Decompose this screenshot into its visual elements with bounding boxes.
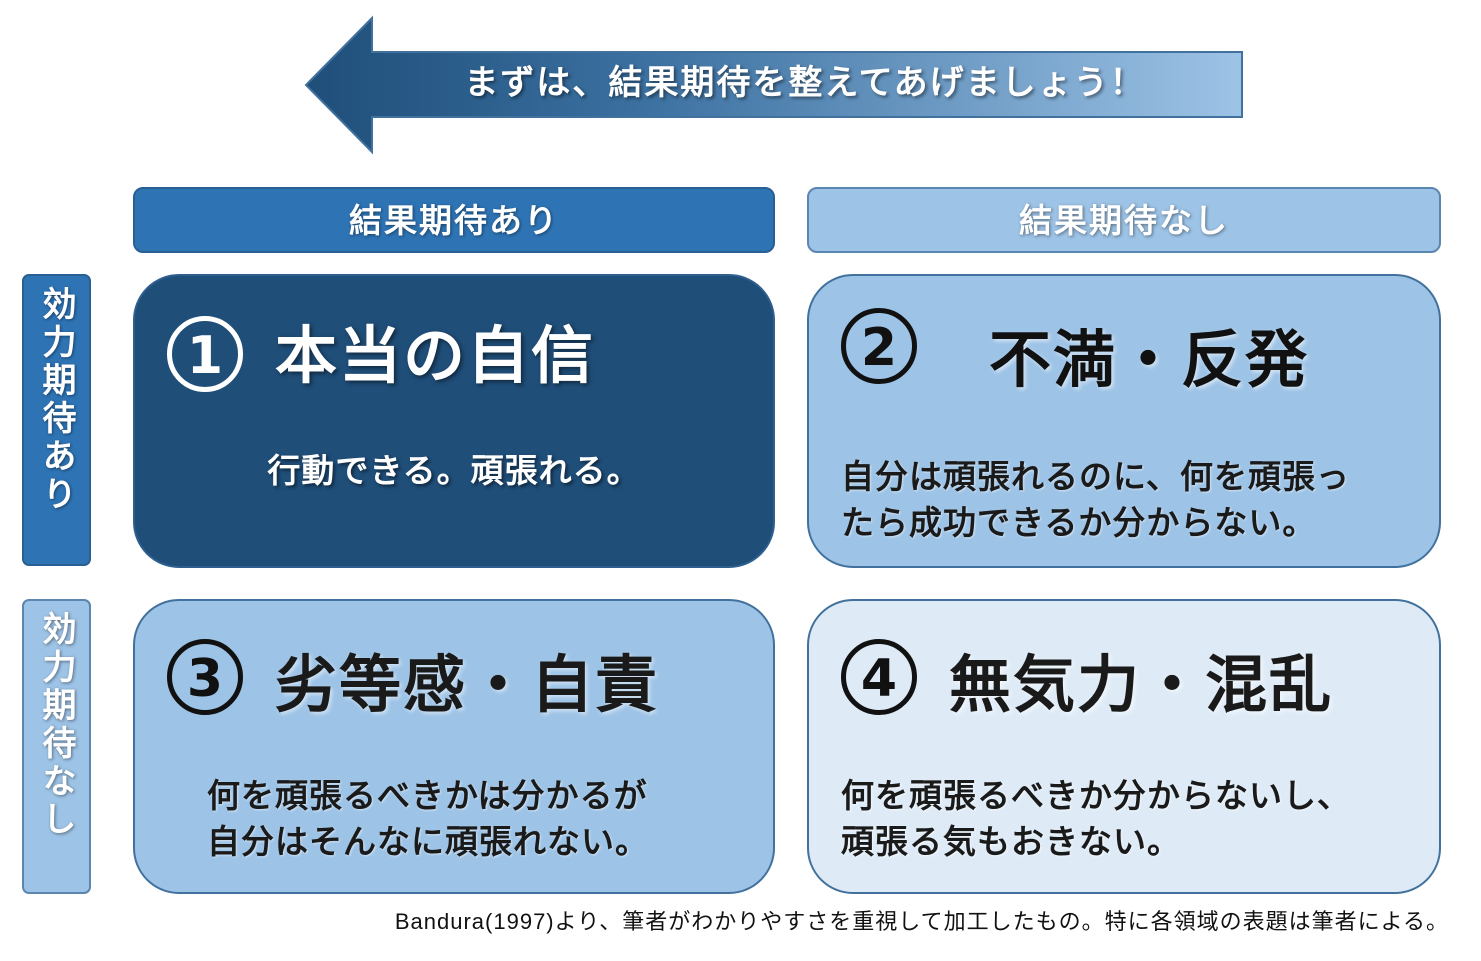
quadrant-4: 4 無気力・混乱 何を頑張るべきか分からないし、 頑張る気もおきない。	[807, 599, 1441, 894]
description-line: 自分はそんなに頑張れない。	[207, 822, 649, 861]
description-line: 自分は頑張れるのに、何を頑張っ	[841, 457, 1351, 496]
quadrant-title: 不満・反発	[989, 323, 1310, 396]
banner-text: まずは、結果期待を整えてあげましょう！	[464, 63, 1146, 103]
quadrant-description: 行動できる。頑張れる。	[135, 448, 773, 494]
description-line: 何を頑張るべきかは分かるが	[207, 776, 648, 815]
quadrant-title: 劣等感・自責	[275, 648, 660, 721]
left-arrow-banner	[304, 15, 1243, 155]
quadrant-3: 3 劣等感・自責 何を頑張るべきかは分かるが 自分はそんなに頑張れない。	[133, 599, 775, 894]
row-header-label: 効力期待なし	[36, 611, 76, 839]
quadrant-number-badge: 3	[167, 639, 243, 715]
description-line: 行動できる。頑張れる。	[267, 451, 641, 490]
quadrant-description: 何を頑張るべきか分からないし、 頑張る気もおきない。	[841, 773, 1351, 865]
quadrant-title: 無気力・混乱	[949, 648, 1334, 721]
quadrant-description: 自分は頑張れるのに、何を頑張っ たら成功できるか分からない。	[841, 454, 1350, 546]
quadrant-number-badge: 1	[167, 316, 243, 392]
quadrant-number-badge: 4	[841, 639, 917, 715]
column-header-outcome-no: 結果期待なし	[807, 187, 1441, 253]
description-line: 何を頑張るべきか分からないし、	[841, 776, 1351, 815]
quadrant-title: 本当の自信	[275, 319, 596, 392]
source-footnote: Bandura(1997)より、筆者がわかりやすさを重視して加工したもの。特に各…	[394, 909, 1449, 934]
row-header-label: 効力期待あり	[36, 286, 76, 514]
quadrant-number-badge: 2	[841, 308, 917, 384]
quadrant-description: 何を頑張るべきかは分かるが 自分はそんなに頑張れない。	[207, 773, 649, 865]
quadrant-1: 1 本当の自信 行動できる。頑張れる。	[133, 274, 775, 568]
column-header-outcome-yes: 結果期待あり	[133, 187, 775, 253]
row-header-efficacy-no: 効力期待なし	[22, 599, 91, 894]
description-line: たら成功できるか分からない。	[841, 503, 1317, 542]
description-line: 頑張る気もおきない。	[841, 822, 1181, 861]
quadrant-2: 2 不満・反発 自分は頑張れるのに、何を頑張っ たら成功できるか分からない。	[807, 274, 1441, 568]
row-header-efficacy-yes: 効力期待あり	[22, 274, 91, 566]
